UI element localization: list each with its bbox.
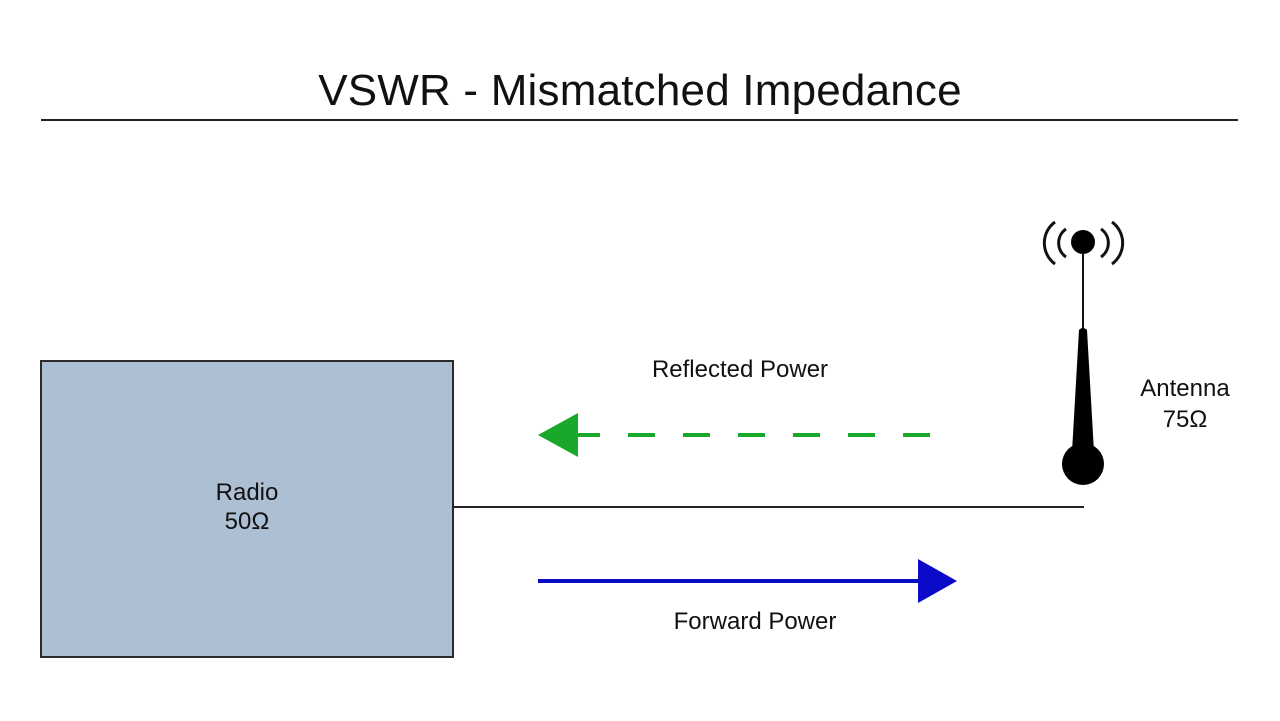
antenna-tip [1071,230,1095,254]
forward-power-label: Forward Power [673,608,837,635]
antenna-icon [1042,220,1125,485]
antenna-label: Antenna 75Ω [1120,373,1250,435]
signal-wave-left-inner [1057,227,1067,259]
reflected-power-label: Reflected Power [651,356,829,383]
radio-name: Radio [215,479,279,506]
antenna-body [1072,328,1094,452]
radio-impedance: 50Ω [224,508,270,535]
signal-wave-right-outer [1111,220,1125,266]
radio-label: Radio 50Ω [40,478,454,536]
radio-box [40,360,454,658]
signal-wave-right-inner [1100,227,1110,259]
title-divider [41,119,1238,121]
forward-power-arrow [538,559,957,603]
signal-wave-left-outer [1042,220,1056,266]
reflected-power-arrow [538,413,930,457]
antenna-base [1062,443,1104,485]
reflected-arrow-head [538,413,578,457]
forward-arrow-head [918,559,957,603]
diagram-title: VSWR - Mismatched Impedance [318,66,962,115]
antenna-impedance: 75Ω [1162,406,1208,433]
antenna-name: Antenna [1140,375,1230,402]
